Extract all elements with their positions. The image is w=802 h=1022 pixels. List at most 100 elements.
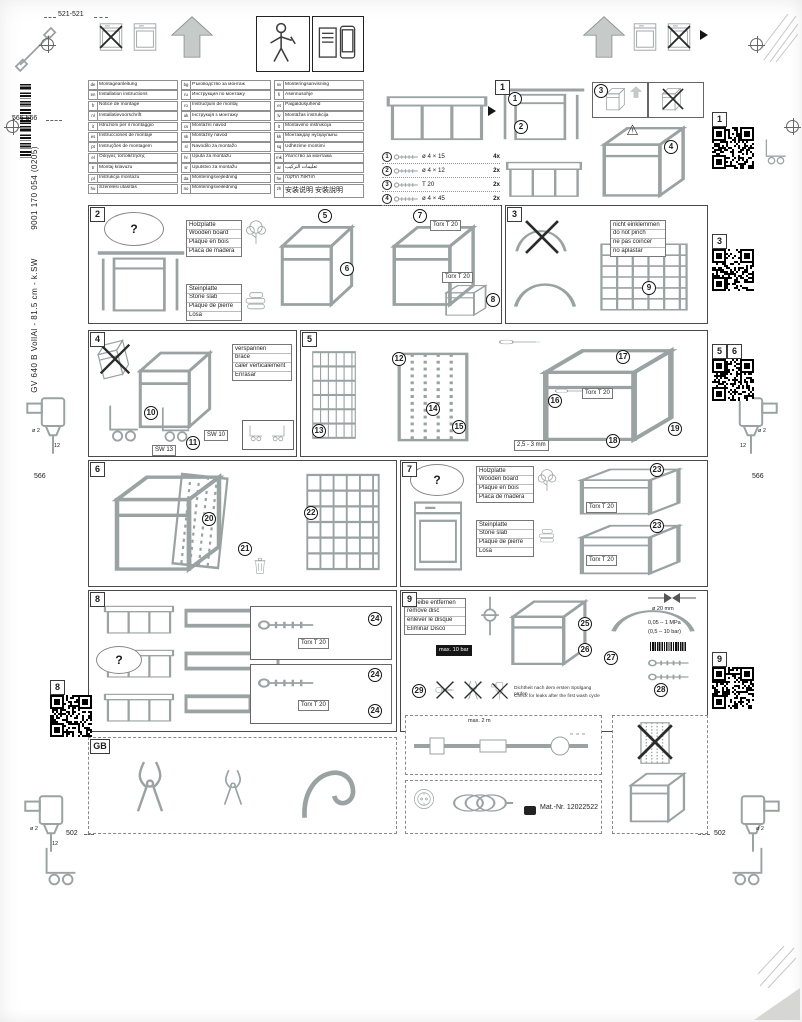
label-es: Placa de madera [189,248,235,255]
arrow-up-icon [171,16,213,58]
step-badge-18: 18 [606,434,620,448]
qr-panel-label-5: 5 [712,344,727,359]
dim-bottom-right: 502 [714,830,726,837]
panel-6-number: 6 [90,462,105,477]
step-badge-22: 22 [304,506,318,520]
language-code: en [89,91,98,100]
drill-diameter-label: ø 2 [758,428,766,434]
label-es: Losa [189,312,203,319]
language-label: Istruzioni per il montaggio [99,123,154,129]
trash-bin-icon [254,557,266,574]
countertop-fixing-drawing [280,225,354,307]
pressure-limit-tag: max. 10 bar [436,645,472,656]
label-es: Placa de madera [479,494,525,501]
language-label: Упатство за монтажа [285,154,332,160]
dim-top-width: 521-521 [58,11,84,18]
dim-leader [46,120,62,121]
door-alignment-drawing [306,473,380,571]
language-code: fr [89,101,98,110]
hardware-row: 3 T 20 2x [382,178,500,192]
label-fr: caler verticalement [233,363,291,372]
panel-4-number: 4 [90,332,105,347]
screw-icon [393,167,419,174]
step-badge-13: 13 [312,424,326,438]
step-badge-21: 21 [238,542,252,556]
drill-diameter-label: ø 2 [30,826,38,832]
qr-code-8 [50,695,92,737]
label-fr: Plaque en bois [187,239,241,248]
language-label: Installatievoorschrift [99,112,142,118]
language-code: sl [182,143,191,152]
language-label: Монтаждау нұсқаулығы [285,133,338,139]
label-de: Holzplatte [477,467,533,476]
language-code: es [89,132,98,141]
foot-adjust-icon-box [242,420,294,450]
language-code: tr [89,164,98,172]
language-code: lt [275,122,284,131]
screw-icon [393,153,419,160]
barcode [20,84,31,158]
language-label: Montageanleitung [99,81,138,87]
side-fixing-drawing [562,520,704,578]
step-badge-6: 6 [340,262,354,276]
language-label: Monteringsvejledning [192,175,238,181]
hardware-qty: 2x [493,195,500,202]
cabinet-open-door-drawing [629,772,686,823]
step-badge-17: 17 [616,350,630,364]
dim-leader [84,834,94,835]
wood-label-box: Holzplatte Wooden board Plaque en bois P… [186,220,242,257]
step-badge-7: 7 [413,209,427,223]
language-label: Instrucţiuni de montaj [192,102,238,108]
hardware-row: 2 ø 4 × 12 2x [382,164,500,178]
drill-icon [26,397,66,455]
material-number: Mat.-Nr. 12022522 [540,804,598,811]
language-code: no [182,184,191,193]
step-badge-8: 8 [486,293,500,307]
installer-person-icon [269,22,296,63]
label-en: Wooden board [187,230,241,239]
spec-diameter: ø 20 mm [652,606,674,612]
language-code: pl [89,174,98,183]
drain-hose-drawing [414,733,588,756]
step-badge-2: 2 [514,120,528,134]
torx-tag: Torx T 20 [442,272,473,283]
stone-label-box: Steinplatte Stone slab Plaque de pierre … [476,520,534,557]
qr-code-9 [712,667,754,709]
dim-bottom-left: 502 [66,830,78,837]
power-cord-drawing [452,793,515,813]
language-code: uk [182,112,191,120]
step-badge-9: 9 [642,281,656,295]
tree-icon [246,220,266,245]
gap-dimension-tag: 2,5 - 3 mm [514,440,549,451]
step-badge-16: 16 [548,394,562,408]
dim-leader [94,17,108,18]
language-code: pt [89,143,98,152]
label-de: Steinplatte [187,285,241,294]
label-de: Holzplatte [187,221,241,230]
label-fr: enlever le disque [405,617,465,626]
kitchen-run-drawing [103,605,175,635]
panel-1-number: 1 [495,80,510,95]
label-es: Losa [479,548,493,555]
step-badge-24: 24 [368,612,382,626]
language-code: fi [275,91,284,100]
torx-tag: Torx T 20 [582,388,613,399]
dishwasher-front-drawing [413,501,463,571]
dimension-arrows-icon [648,593,696,603]
hardware-label: T 20 [422,181,435,188]
stone-label-box: Steinplatte Stone slab Plaque de pierre … [186,284,242,321]
hardware-step-number: 1 [382,151,392,162]
cross-icon [667,25,691,49]
